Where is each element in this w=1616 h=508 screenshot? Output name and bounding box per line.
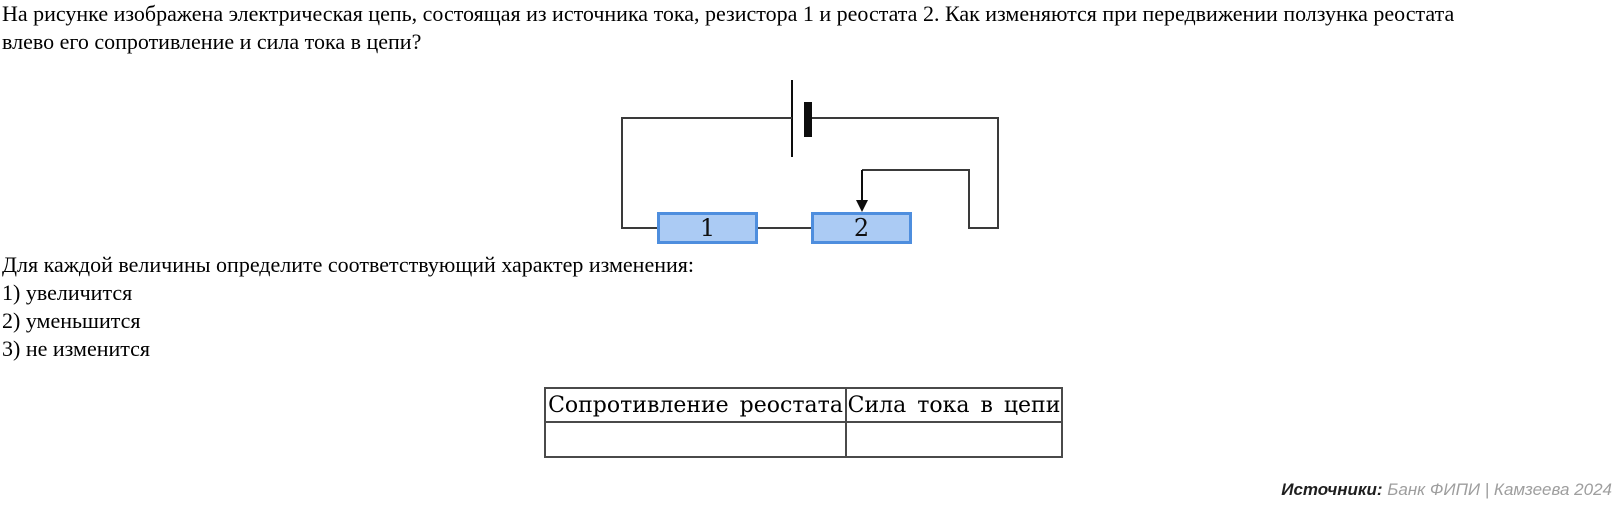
sources-text: Банк ФИПИ | Камзеева 2024 xyxy=(1387,480,1612,499)
wire-bottom-right xyxy=(968,227,999,229)
resistor-label: 1 xyxy=(699,214,716,242)
wire-middle xyxy=(757,227,812,229)
battery-short-plate xyxy=(804,102,812,137)
header-circuit-current: Сила тока в цепи xyxy=(845,387,1063,423)
answer-table: Сопротивление реостата Сила тока в цепи xyxy=(544,387,1063,458)
wire-right-vertical xyxy=(997,117,999,229)
wire-bottom-left xyxy=(621,227,658,229)
wire-top-right xyxy=(812,117,999,119)
wire-left-vertical xyxy=(621,117,623,229)
wire-top-left xyxy=(621,117,792,119)
table-header-row: Сопротивление реостата Сила тока в цепи xyxy=(544,387,1063,423)
question-line-1: На рисунке изображена электрическая цепь… xyxy=(2,1,1455,26)
resistor-box-1: 1 xyxy=(657,212,758,244)
question-text: На рисунке изображена электрическая цепь… xyxy=(2,0,1454,56)
rheostat-slider-arrow-icon xyxy=(856,200,868,212)
answer-cell-current[interactable] xyxy=(845,421,1063,458)
option-decrease: 2) уменьшится xyxy=(2,308,141,333)
battery-long-plate xyxy=(791,80,793,157)
question-line-2: влево его сопротивление и сила тока в це… xyxy=(2,29,422,54)
option-no-change: 3) не изменится xyxy=(2,336,151,361)
rheostat-box-2: 2 xyxy=(811,212,912,244)
rheostat-label: 2 xyxy=(853,214,870,242)
instructions-block: Для каждой величины определите соответст… xyxy=(2,251,694,363)
option-increase: 1) увеличится xyxy=(2,280,133,305)
instructions-intro: Для каждой величины определите соответст… xyxy=(2,252,695,277)
rheostat-slider-stem xyxy=(861,170,863,202)
source-attribution: Источники: Банк ФИПИ | Камзеева 2024 xyxy=(1281,480,1612,500)
wire-slider-vertical xyxy=(968,169,970,229)
wire-slider-horizontal xyxy=(862,169,970,171)
sources-label: Источники: xyxy=(1281,480,1383,499)
answer-cell-resistance[interactable] xyxy=(544,421,847,458)
header-rheostat-resistance: Сопротивление реостата xyxy=(544,387,847,423)
table-answer-row xyxy=(544,421,1063,458)
